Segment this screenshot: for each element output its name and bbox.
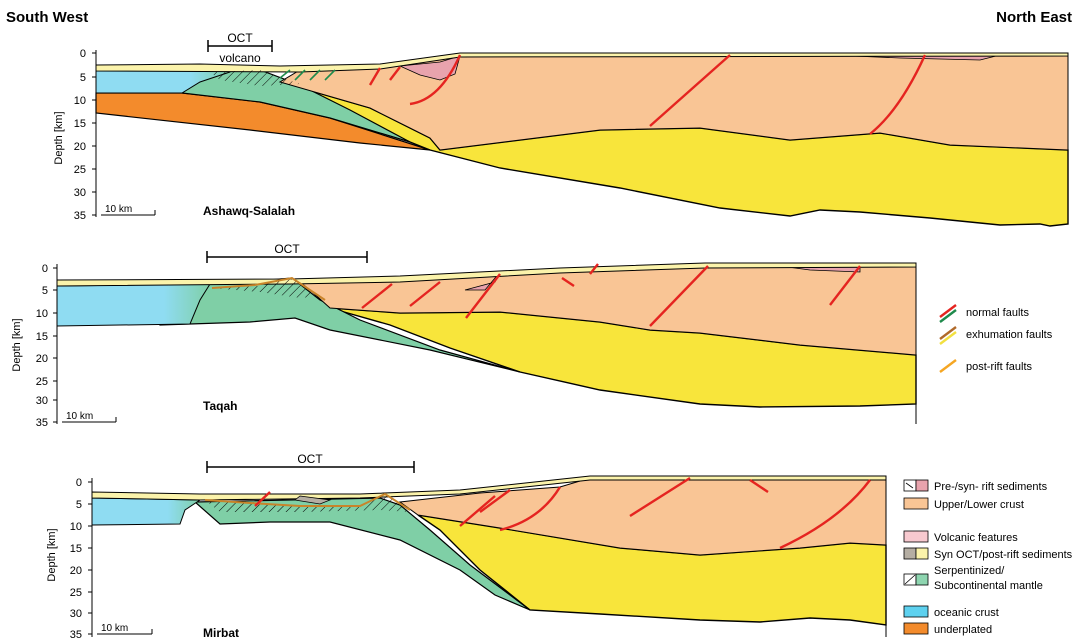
tick-label: 30 xyxy=(74,187,86,199)
unit-legend: Pre-/syn- rift sediments Upper/Lower cru… xyxy=(904,480,1073,636)
oct-label: OCT xyxy=(227,31,253,45)
fault-legend: normal faults exhumation faults post-rif… xyxy=(940,305,1053,373)
depth-axis-label: Depth [km] xyxy=(11,318,23,371)
tick-label: 15 xyxy=(74,118,86,130)
oct-label: OCT xyxy=(274,242,300,256)
depth-axis-1: 0 5 10 15 20 25 30 35 Depth [km] xyxy=(53,48,96,222)
oceanic-crust-3 xyxy=(92,498,200,525)
tick-label: 30 xyxy=(70,608,82,620)
tick-label: 25 xyxy=(74,164,86,176)
tick-label: 30 xyxy=(36,395,48,407)
profile-name: Taqah xyxy=(203,399,237,413)
tick-label: 10 xyxy=(70,521,82,533)
legend-label: exhumation faults xyxy=(966,329,1053,341)
scale-label: 10 km xyxy=(66,411,93,422)
oct-bracket-3: OCT xyxy=(207,452,414,473)
legend-label: post-rift faults xyxy=(966,361,1033,373)
unit-legend-item: Syn OCT/post-rift sediments xyxy=(904,548,1073,561)
unit-legend-item: underplated xyxy=(904,623,992,636)
volcano-label: volcano xyxy=(219,51,261,65)
tick-label: 25 xyxy=(70,587,82,599)
unit-legend-item: Volcanic features xyxy=(904,531,1018,544)
unit-legend-item: Serpentinized/ Subcontinental mantle xyxy=(904,565,1043,592)
fault-legend-item-normal: normal faults xyxy=(940,305,1029,322)
tick-label: 25 xyxy=(36,376,48,388)
tick-label: 35 xyxy=(36,417,48,429)
tick-label: 5 xyxy=(42,285,48,297)
profile-ashawq-salalah: 0 5 10 15 20 25 30 35 Depth [km] xyxy=(53,31,1068,226)
unit-legend-item: oceanic crust xyxy=(904,606,999,619)
oct-label: OCT xyxy=(297,452,323,466)
depth-axis-3: 0 5 10 15 20 25 30 35 Depth [km] xyxy=(46,477,92,641)
tick-label: 35 xyxy=(74,210,86,222)
tick-label: 15 xyxy=(36,331,48,343)
fault-legend-item-exhumation: exhumation faults xyxy=(940,327,1053,344)
legend-label: Volcanic features xyxy=(934,532,1018,544)
oct-bracket-1: OCT volcano xyxy=(208,31,272,65)
scale-label: 10 km xyxy=(101,623,128,634)
legend-label: Pre-/syn- rift sediments xyxy=(934,481,1048,493)
legend-label: oceanic crust xyxy=(934,607,999,619)
legend-label: Subcontinental mantle xyxy=(934,580,1043,592)
unit-legend-item: Upper/Lower crust xyxy=(904,498,1024,511)
fault-legend-item-postrift: post-rift faults xyxy=(940,360,1033,373)
depth-axis-label: Depth [km] xyxy=(53,111,65,164)
tick-label: 10 xyxy=(74,95,86,107)
oceanic-crust-2 xyxy=(57,284,210,326)
tick-label: 20 xyxy=(70,565,82,577)
tick-label: 0 xyxy=(76,477,82,489)
depth-axis-2: 0 5 10 15 20 25 30 35 Depth [km] xyxy=(11,263,57,429)
legend-label: underplated xyxy=(934,624,992,636)
depth-axis-label: Depth [km] xyxy=(46,528,58,581)
tick-label: 0 xyxy=(42,263,48,275)
tick-label: 35 xyxy=(70,629,82,641)
tick-label: 10 xyxy=(36,308,48,320)
profile-name: Ashawq-Salalah xyxy=(203,204,295,218)
profile-name: Mirbat xyxy=(203,626,239,640)
scale-bar-3: 10 km xyxy=(97,623,152,634)
scale-bar-2: 10 km xyxy=(62,411,116,422)
tick-label: 0 xyxy=(80,48,86,60)
tick-label: 20 xyxy=(36,353,48,365)
tick-label: 5 xyxy=(80,72,86,84)
scale-bar-1: 10 km xyxy=(101,204,155,215)
legend-label: Upper/Lower crust xyxy=(934,499,1024,511)
profile-mirbat: 0 5 10 15 20 25 30 35 Depth [km] xyxy=(46,452,886,641)
legend-label: Syn OCT/post-rift sediments xyxy=(934,549,1073,561)
legend-label: Serpentinized/ xyxy=(934,565,1005,577)
tick-label: 20 xyxy=(74,141,86,153)
tick-label: 5 xyxy=(76,499,82,511)
oct-bracket-2: OCT xyxy=(207,242,367,263)
unit-legend-item: Pre-/syn- rift sediments xyxy=(904,480,1048,493)
tick-label: 15 xyxy=(70,543,82,555)
scale-label: 10 km xyxy=(105,204,132,215)
legend-label: normal faults xyxy=(966,307,1029,319)
profile-taqah: 0 5 10 15 20 25 30 35 Depth [km] xyxy=(11,242,916,429)
